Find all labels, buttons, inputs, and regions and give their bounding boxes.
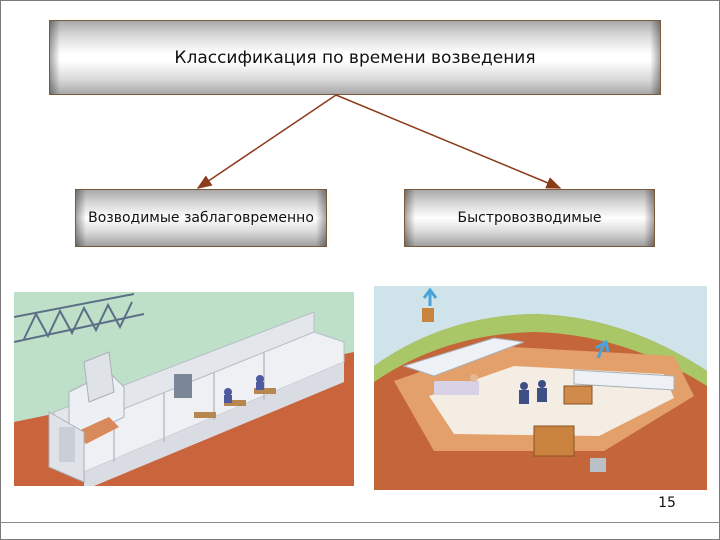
quick-built-shelter-illustration	[374, 286, 707, 490]
diagram-title-box: Классификация по времени возведения	[49, 20, 661, 95]
arrow-to-left-category	[196, 94, 337, 189]
category-box-prebuilt: Возводимые заблаговременно	[75, 189, 327, 247]
category-label-prebuilt: Возводимые заблаговременно	[88, 210, 314, 226]
page-number: 15	[658, 495, 676, 511]
arrow-to-right-category	[335, 94, 562, 189]
footer-rule	[0, 522, 720, 523]
permanent-shelter-illustration	[14, 292, 354, 486]
category-label-quick-built: Быстровозводимые	[457, 210, 602, 226]
category-box-quick-built: Быстровозводимые	[404, 189, 655, 247]
diagram-title: Классификация по времени возведения	[174, 47, 536, 68]
